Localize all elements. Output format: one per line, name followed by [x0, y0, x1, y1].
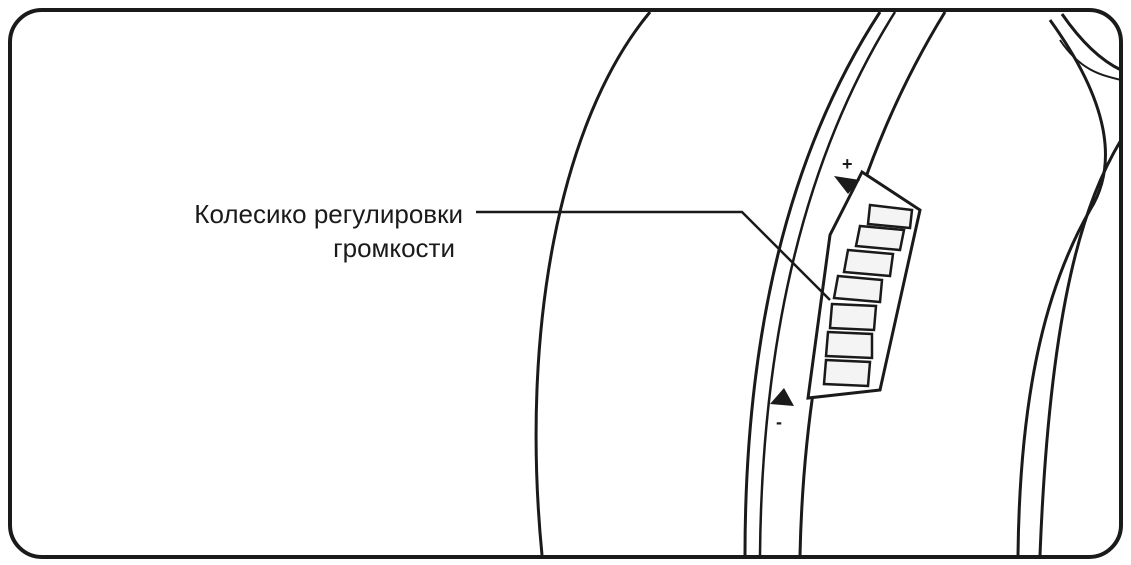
volume-up-marker: +	[834, 154, 860, 194]
wheel-rib-3	[842, 248, 895, 278]
wheel-rib-5	[828, 302, 878, 332]
volume-down-marker: -	[770, 388, 794, 432]
volume-up-arrow-icon	[834, 176, 860, 194]
wheel-rib-7	[822, 358, 872, 388]
headband-curve	[1038, 139, 1123, 556]
headband-outer	[1016, 19, 1107, 556]
volume-down-label: -	[776, 412, 782, 432]
wheel-rib-6	[824, 330, 874, 360]
volume-up-label: +	[842, 154, 853, 174]
wheel-rib-2	[854, 224, 906, 252]
earcup-rim-inner	[758, 11, 897, 556]
volume-wheel-callout-line-2: громкости	[333, 233, 455, 263]
volume-wheel[interactable]	[822, 203, 914, 388]
wheel-rib-1	[866, 203, 914, 230]
earcup-outer-edge	[534, 11, 652, 556]
earcup-rim-outer	[743, 11, 882, 556]
callout-leader-line	[476, 210, 831, 301]
volume-down-arrow-icon	[770, 388, 794, 406]
diagram-frame	[8, 8, 1123, 559]
headband-detail	[1059, 39, 1122, 81]
headband-inner	[1060, 13, 1122, 72]
volume-wheel-callout-line-1: Колесико регулировки	[194, 199, 463, 229]
wheel-rib-4	[832, 274, 884, 304]
